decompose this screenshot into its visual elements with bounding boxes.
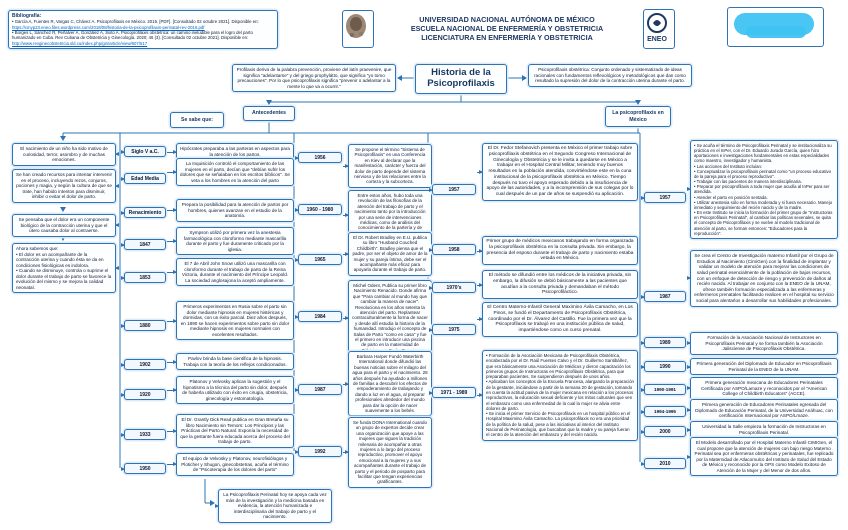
event-box: Primera generación de Educadores Perinat… — [687, 399, 838, 422]
bibliography-item: • García A, Fuentes R, Vargas C, Chávez … — [12, 19, 259, 25]
era-badge: 1950 — [121, 463, 166, 474]
event-box: El Centro Materno-Infantil General Maxim… — [477, 302, 638, 337]
event-box: Se propone el término "Sistema de Psicop… — [343, 144, 432, 188]
era-badge: 1960 - 1980 — [295, 204, 342, 215]
unam-shield-logo — [342, 10, 374, 48]
university-name: UNIVERSIDAD NACIONAL AUTÓNOMA DE MÉXICO … — [378, 15, 636, 42]
event-box: El 7 de Abril John Snow utilizó una masc… — [167, 258, 294, 286]
era-badge: 1984 — [295, 311, 342, 322]
era-badge: 1992 — [295, 446, 342, 457]
label-se-sabe-que: Se sabe que: — [170, 112, 224, 128]
event-box: Primeros experimentos en Rusia sobre el … — [167, 301, 294, 340]
fact-box: El nacimiento de un niño ha sido motivo … — [12, 143, 119, 166]
event-box: Se funda DONA International cuando un gr… — [343, 417, 432, 488]
event-box: Michel Odent, Publica su primer libro Na… — [343, 280, 432, 357]
branch-antecedentes: Antecedentes — [243, 106, 295, 121]
event-box: El método se difundió entre los médicos … — [477, 270, 638, 299]
era-badge: Renacimiento — [121, 207, 166, 218]
era-badge: 1975 — [429, 324, 476, 335]
bibliography-item: • Borges L, Sánchez R, Peñalver A, Gonzá… — [12, 29, 253, 41]
era-badge: 1957 — [429, 184, 476, 195]
era-badge: 1957 — [641, 192, 686, 203]
era-badge: 2000 — [641, 426, 686, 437]
definition-profilaxis: Profilaxis deriva de la palabra prevenci… — [232, 64, 396, 92]
main-title: Historia de la Psicoprofilaxis — [415, 64, 507, 94]
event-box: Primera generación mexicana de Educadore… — [687, 377, 838, 400]
event-box: • Formación de la Asociación Mexicana de… — [477, 350, 638, 441]
era-badge: 1965 — [295, 254, 342, 265]
era-badge: Siglo V a.C. — [121, 146, 166, 157]
event-box: El Dr. Grantly Dick Read publica en Gran… — [167, 414, 294, 448]
era-badge: 1970's — [429, 282, 476, 293]
event-box: El equipo de Velvosky y Platonov, neurof… — [167, 453, 294, 476]
era-badge: 1902 — [121, 359, 166, 370]
event-box: Sympson utilizó por primera vez la anest… — [167, 227, 294, 255]
era-badge: 1987 — [295, 384, 342, 395]
university-line2: ESCUELA NACIONAL DE ENFERMERÍA Y OBSTETR… — [410, 24, 604, 33]
era-badge: 1990 — [641, 361, 686, 372]
fact-box: Se han creado recursos para intentar int… — [12, 169, 119, 203]
bibliography-link-1[interactable]: https://cmyp23.eneo.files.wordpress.com/… — [12, 24, 205, 30]
era-badge: 1994-1995 — [641, 406, 686, 417]
era-badge: 1933 — [121, 429, 166, 440]
branch-psicoprofilaxis-mexico: La psicoprofilaxis en México — [605, 106, 671, 127]
event-box: Universidad la Salle empieza la formació… — [687, 421, 838, 438]
event-box: Platonov y Velvosky aplican la sugestión… — [167, 376, 294, 404]
definition-psicoprofilaxis-obstetrica: Psicoprofilaxis obstétrica: Conjunto ord… — [528, 64, 692, 87]
event-box: El Dr. Fedor Stefanovich presenta en Méx… — [477, 143, 638, 201]
event-box: Primer grupo de médicos mexicanos trabaj… — [477, 236, 638, 265]
event-box: Primera generación del Diplomado de Educ… — [687, 358, 838, 375]
footer-note: La Psicoprofilaxis Perinatal hoy se apoy… — [215, 489, 332, 523]
era-badge: 1990-1991 — [641, 384, 686, 395]
event-box: Se crea el Centro de Investigación mater… — [687, 250, 838, 307]
era-badge: 1958 — [429, 244, 476, 255]
era-badge: 1989 — [641, 337, 686, 348]
bibliography-title: Bibliografía: — [12, 13, 42, 19]
era-badge: 1956 — [295, 152, 342, 163]
era-badge: 2010 — [641, 458, 686, 469]
svg-text:ENEO: ENEO — [647, 36, 667, 43]
redaction-highlight — [746, 26, 806, 38]
event-box: Formación de la Asociación Nacional de I… — [687, 332, 838, 355]
eneo-logo: ENEO — [643, 9, 675, 49]
bibliography-panel: Bibliografía: • García A, Fuentes R, Var… — [8, 10, 278, 50]
era-badge: 1847 — [121, 239, 166, 250]
event-box: Entre estos años, hubo toda una revoluci… — [343, 190, 432, 240]
university-line3: LICENCIATURA EN ENFERMERÍA Y OBSTETRICIA — [421, 33, 593, 42]
event-box: La Inquisición controló el comportamient… — [167, 158, 294, 186]
fact-box: Se pensaba que el dolor era un component… — [12, 214, 119, 237]
event-box: Barbara Harper Fundó Waterbirth Internat… — [343, 351, 432, 417]
bibliography-link-2[interactable]: http://www.revginecobstetricia.sld.cu/in… — [12, 40, 148, 46]
era-badge: 1920 — [121, 389, 166, 400]
era-badge: 1853 — [121, 272, 166, 283]
redacted-banner — [727, 7, 824, 47]
event-box: El Dr. Robert Bradley en E.U. publica su… — [343, 232, 432, 276]
university-line1: UNIVERSIDAD NACIONAL AUTÓNOMA DE MÉXICO — [419, 15, 595, 24]
fact-box: Ahora sabemos que: • El dolor es un acom… — [12, 243, 119, 293]
event-box: • Se acuña el término de Psicoprofilaxis… — [687, 140, 838, 239]
era-badge: 1880 — [121, 320, 166, 331]
event-box: Prepara la posibilidad para la atención … — [167, 199, 294, 222]
era-badge: Edad Media — [121, 173, 166, 184]
era-badge: 1971 - 1989 — [429, 387, 476, 398]
era-badge: 1987 — [641, 291, 686, 302]
event-box: Pavlov brinda la base científica de la h… — [167, 353, 294, 370]
event-box: El Modelo desarrollado por el Hospital M… — [687, 437, 838, 476]
